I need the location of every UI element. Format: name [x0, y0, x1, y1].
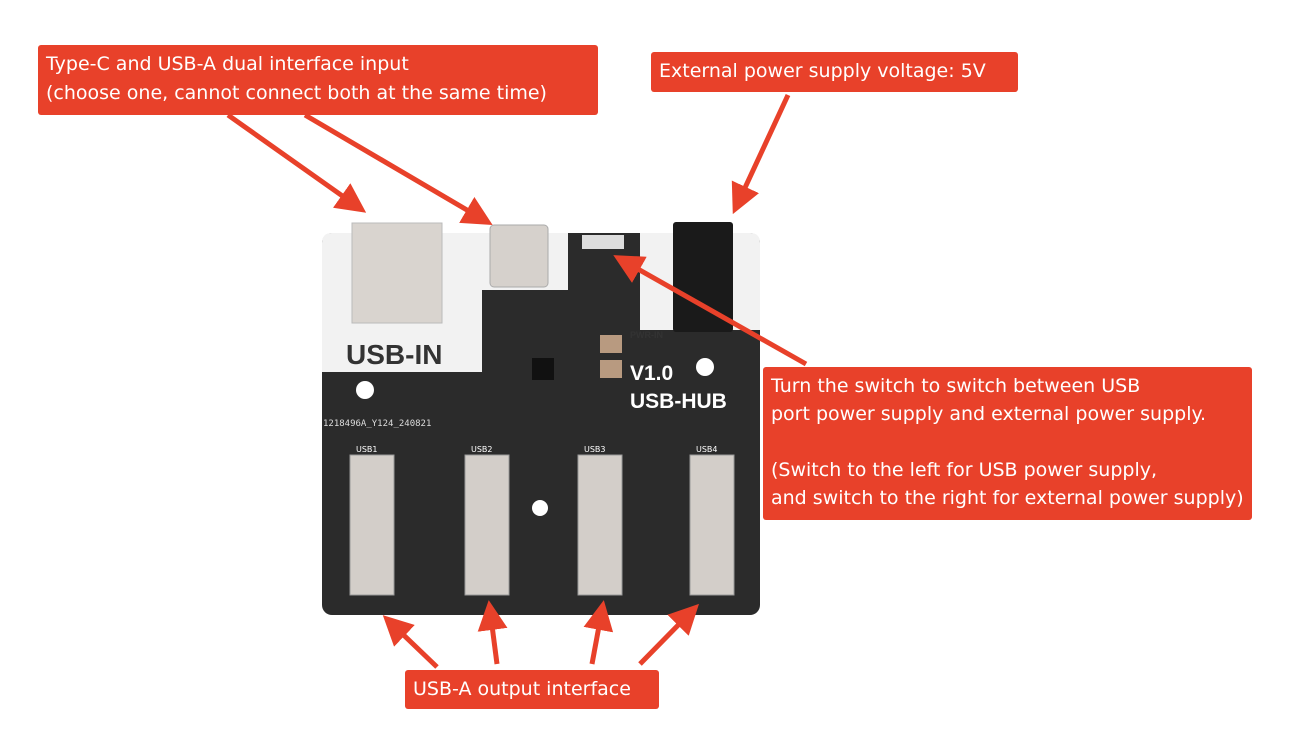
callout-line: External power supply voltage: 5V — [659, 60, 986, 82]
callout-line: Turn the switch to switch between USB — [771, 375, 1141, 397]
callout-usb-output: USB-A output interface — [405, 670, 659, 709]
callout-line: (Switch to the left for USB power supply… — [771, 459, 1158, 481]
version-label: V1.0 — [630, 362, 673, 385]
callout-line: USB-A output interface — [413, 678, 631, 700]
callout-power-switch: Turn the switch to switch between USB po… — [763, 367, 1252, 520]
callout-line: (choose one, cannot connect both at the … — [46, 82, 547, 104]
callout-line: Type-C and USB-A dual interface input — [46, 53, 409, 75]
port-label-usb3: USB3 — [584, 445, 606, 454]
callout-line: port power supply and external power sup… — [771, 403, 1207, 425]
callout-input-interface: Type-C and USB-A dual interface input (c… — [38, 45, 598, 115]
callout-external-power: External power supply voltage: 5V — [651, 52, 1018, 92]
callout-arrows — [226, 93, 808, 669]
serial-label: 1218496A_Y124_240821 — [323, 419, 431, 429]
pcb-board: USB-IN PWR-IN V1.0 USB-HUB 1218496A_Y124… — [322, 222, 760, 615]
usb-output-ports: USB1 USB2 USB3 USB4 — [349, 445, 735, 596]
port-label-usb1: USB1 — [356, 445, 378, 454]
board-name-label: USB-HUB — [630, 390, 727, 413]
pwr-in-label: PWR-IN — [630, 330, 663, 340]
usb-in-label: USB-IN — [346, 339, 442, 370]
callout-line: and switch to the right for external pow… — [771, 487, 1244, 509]
port-label-usb2: USB2 — [471, 445, 493, 454]
callout-line — [771, 428, 1244, 456]
port-label-usb4: USB4 — [696, 445, 718, 454]
